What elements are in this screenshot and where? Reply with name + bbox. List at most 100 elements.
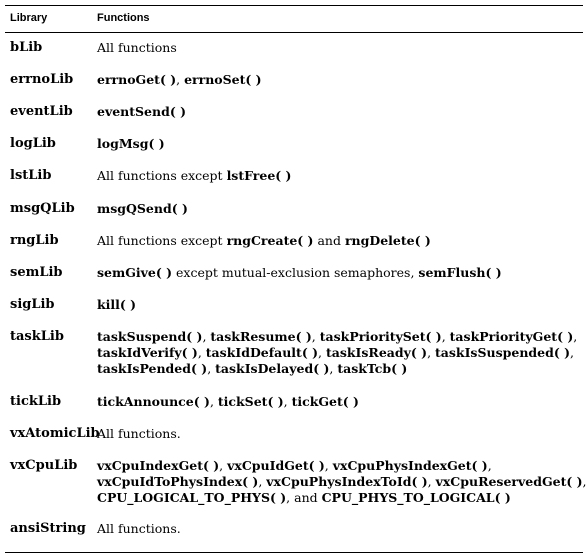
library-name: lstLib — [10, 168, 52, 183]
functions-cell: msgQSend( ) — [97, 201, 583, 217]
function-text: , — [283, 394, 292, 409]
library-name: bLib — [10, 40, 43, 55]
function-name: CPU_PHYS_TO_LOGICAL( ) — [321, 490, 511, 505]
library-name: sigLib — [10, 297, 55, 312]
functions-cell: logMsg( ) — [97, 136, 583, 152]
function-text: All functions except — [97, 233, 227, 248]
header-library: Library — [10, 12, 48, 24]
functions-line: All functions. — [97, 426, 583, 442]
function-name: taskIsDelayed( ) — [215, 361, 330, 376]
functions-line: msgQSend( ) — [97, 201, 583, 217]
functions-cell: taskSuspend( ), taskResume( ), taskPrior… — [97, 329, 583, 377]
functions-line: All functions — [97, 40, 583, 56]
functions-line: vxCpuIndexGet( ), vxCpuIdGet( ), vxCpuPh… — [97, 458, 583, 474]
function-text: All functions — [97, 40, 177, 55]
function-text: , — [582, 474, 587, 489]
library-name: tickLib — [10, 394, 62, 409]
function-name: vxCpuPhysIndexGet( ) — [332, 458, 488, 473]
function-name: vxCpuIdToPhysIndex( ) — [97, 474, 259, 489]
function-name: msgQSend( ) — [97, 201, 188, 216]
function-text: , — [441, 329, 450, 344]
functions-cell: All functions except rngCreate( ) and rn… — [97, 233, 583, 249]
function-text: , — [258, 474, 267, 489]
function-name: taskPrioritySet( ) — [319, 329, 442, 344]
function-text: , — [324, 458, 333, 473]
functions-cell: kill( ) — [97, 297, 583, 313]
functions-line: All functions. — [97, 521, 583, 537]
function-text: except mutual-exclusion semaphores, — [172, 265, 419, 280]
library-name: ansiString — [10, 521, 86, 536]
library-name: semLib — [10, 265, 63, 280]
function-name: taskResume( ) — [210, 329, 312, 344]
library-name: logLib — [10, 136, 56, 151]
function-name: vxCpuReservedGet( ) — [435, 474, 583, 489]
function-text: , — [318, 345, 326, 360]
function-name: logMsg( ) — [97, 136, 165, 151]
function-text: , — [197, 345, 206, 360]
functions-line: kill( ) — [97, 297, 583, 313]
function-name: kill( ) — [97, 297, 137, 312]
function-name: vxCpuPhysIndexToId( ) — [266, 474, 428, 489]
functions-line: tickAnnounce( ), tickSet( ), tickGet( ) — [97, 394, 583, 410]
function-text: , — [487, 458, 492, 473]
function-name: lstFree( ) — [226, 168, 292, 183]
library-name: vxCpuLib — [10, 458, 78, 473]
function-name: errnoGet( ) — [97, 72, 177, 87]
function-text: , — [573, 329, 578, 344]
function-name: CPU_LOGICAL_TO_PHYS( ) — [97, 490, 287, 505]
functions-cell: vxCpuIndexGet( ), vxCpuIdGet( ), vxCpuPh… — [97, 458, 587, 506]
functions-cell: All functions — [97, 40, 583, 56]
functions-cell: semGive( ) except mutual-exclusion semap… — [97, 265, 583, 281]
library-name: msgQLib — [10, 201, 75, 216]
function-text: All functions. — [97, 521, 181, 536]
function-text: All functions. — [97, 426, 181, 441]
library-name: vxAtomicLib — [10, 426, 100, 441]
library-name: taskLib — [10, 329, 64, 344]
functions-cell: tickAnnounce( ), tickSet( ), tickGet( ) — [97, 394, 583, 410]
function-name: taskSuspend( ) — [97, 329, 203, 344]
function-text: , — [311, 329, 320, 344]
library-name: rngLib — [10, 233, 59, 248]
functions-cell: errnoGet( ), errnoSet( ) — [97, 72, 583, 88]
function-name: vxCpuIdGet( ) — [227, 458, 325, 473]
library-name: errnoLib — [10, 72, 74, 87]
function-name: taskIsSuspended( ) — [435, 345, 571, 360]
function-name: taskIsPended( ) — [97, 361, 208, 376]
function-text: , — [209, 394, 218, 409]
function-name: errnoSet( ) — [184, 72, 262, 87]
function-name: rngDelete( ) — [344, 233, 431, 248]
function-text: All functions except — [97, 168, 227, 183]
function-text: , — [176, 72, 185, 87]
header-rule — [5, 32, 583, 33]
table-bottom-rule — [5, 552, 583, 553]
function-name: taskIdVerify( ) — [97, 345, 198, 360]
function-name: taskPriorityGet( ) — [449, 329, 574, 344]
function-name: semGive( ) — [97, 265, 173, 280]
functions-line: logMsg( ) — [97, 136, 583, 152]
functions-cell: All functions. — [97, 521, 583, 537]
library-name: eventLib — [10, 104, 73, 119]
functions-line: taskSuspend( ), taskResume( ), taskPrior… — [97, 329, 583, 345]
functions-cell: All functions. — [97, 426, 583, 442]
function-name: tickGet( ) — [291, 394, 359, 409]
function-name: rngCreate( ) — [226, 233, 314, 248]
function-text: , — [202, 329, 211, 344]
function-name: tickSet( ) — [217, 394, 284, 409]
functions-cell: eventSend( ) — [97, 104, 583, 120]
function-text: , and — [286, 490, 322, 505]
function-name: taskIsReady( ) — [325, 345, 428, 360]
functions-line: CPU_LOGICAL_TO_PHYS( ), and CPU_PHYS_TO_… — [97, 490, 583, 506]
functions-line: semGive( ) except mutual-exclusion semap… — [97, 265, 583, 281]
functions-line: taskIsPended( ), taskIsDelayed( ), taskT… — [97, 361, 583, 377]
functions-line: All functions except lstFree( ) — [97, 168, 583, 184]
function-name: semFlush( ) — [418, 265, 502, 280]
function-name: tickAnnounce( ) — [97, 394, 210, 409]
functions-cell: All functions except lstFree( ) — [97, 168, 583, 184]
function-text: and — [313, 233, 345, 248]
table-top-rule — [5, 5, 583, 6]
header-functions: Functions — [97, 12, 150, 24]
function-text: , — [427, 345, 436, 360]
functions-line: errnoGet( ), errnoSet( ) — [97, 72, 583, 88]
function-text: , — [427, 474, 436, 489]
function-text: , — [219, 458, 228, 473]
